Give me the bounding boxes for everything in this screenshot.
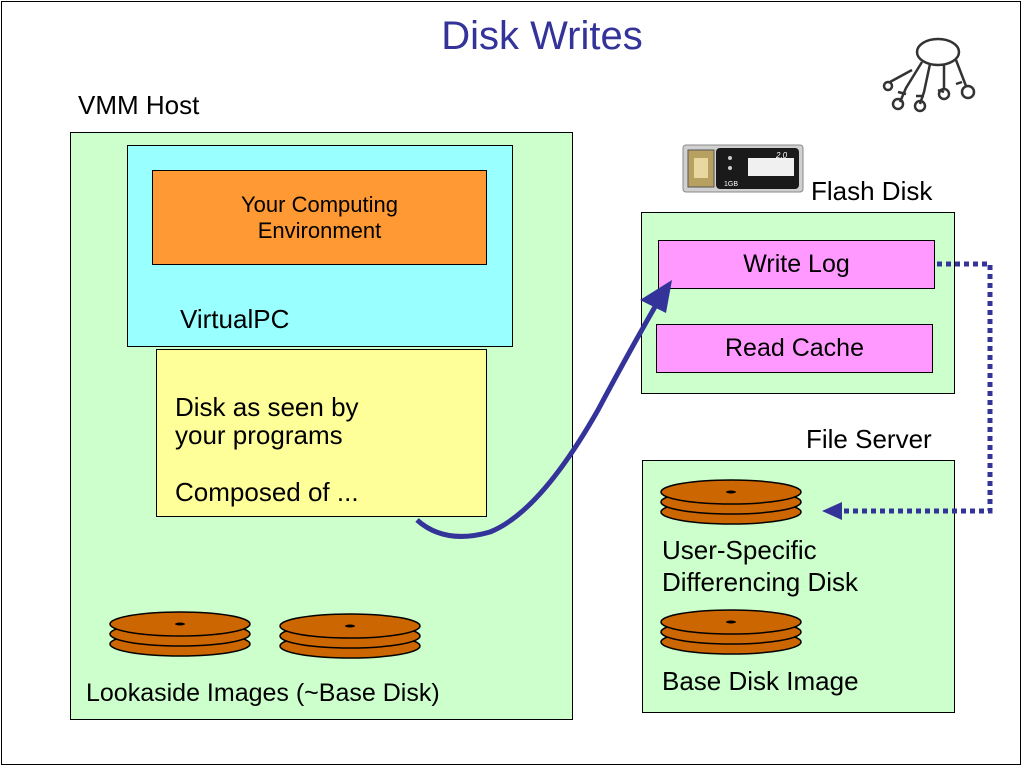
lookaside-label: Lookaside Images (~Base Disk) — [86, 679, 440, 707]
write-log-box: Write Log — [658, 240, 935, 289]
base-disk-label: Base Disk Image — [662, 666, 859, 696]
usb-flash-drive-icon: 2.0 1GB — [682, 144, 804, 193]
read-cache-box: Read Cache — [656, 324, 933, 373]
computing-environment-box: Your Computing Environment — [152, 170, 487, 265]
slide-title: Disk Writes — [441, 14, 643, 58]
disk-view-line2: your programs — [175, 420, 343, 450]
computing-environment-line2: Environment — [257, 217, 382, 243]
lookaside-disk-2-icon — [279, 613, 421, 659]
key-ring-icon — [882, 37, 976, 113]
write-arrow — [415, 280, 672, 539]
disk-view-line3: Composed of ... — [175, 477, 359, 507]
flash-disk-label: Flash Disk — [811, 176, 933, 206]
file-server-label: File Server — [806, 424, 932, 454]
diff-disk-line2: Differencing Disk — [662, 567, 859, 597]
diff-disk-line1: User-Specific — [662, 535, 817, 565]
vmm-host-label: VMM Host — [78, 90, 200, 120]
virtualpc-label: VirtualPC — [180, 304, 290, 334]
usb-capacity-text: 1GB — [724, 181, 738, 188]
disk-view-box — [156, 349, 487, 517]
read-cache-label: Read Cache — [725, 334, 864, 362]
disk-view-line1: Disk as seen by — [175, 392, 359, 422]
differencing-disk-icon — [660, 479, 802, 525]
write-log-label: Write Log — [743, 250, 850, 278]
replication-arrow — [822, 261, 993, 520]
base-disk-icon — [660, 609, 802, 655]
lookaside-disk-1-icon — [109, 611, 251, 657]
usb-version-text: 2.0 — [775, 151, 788, 160]
computing-environment-line1: Your Computing — [241, 191, 398, 217]
